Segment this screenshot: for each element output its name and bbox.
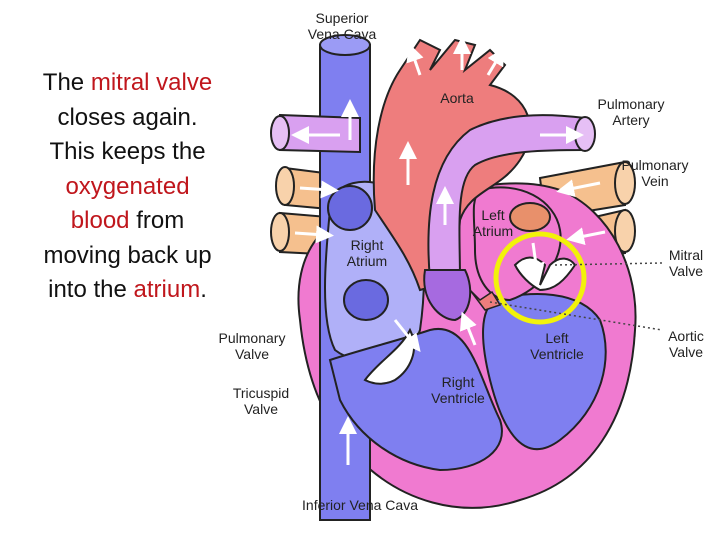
- caption-segment: .: [200, 276, 207, 303]
- label-line: Vena Cava: [308, 26, 377, 42]
- caption-text: The mitral valve closes again. This keep…: [40, 66, 215, 308]
- vena-cava-opening-lower: [343, 279, 389, 321]
- label-line: Artery: [612, 112, 649, 128]
- label-line: Tricuspid: [233, 385, 289, 401]
- label-line: Aortic: [668, 328, 704, 344]
- label-aorta: Aorta: [440, 90, 474, 106]
- label-line: Pulmonary: [622, 157, 689, 173]
- pulmonary-vein-opening: [509, 202, 551, 232]
- label-line: Atrium: [473, 223, 513, 239]
- caption-highlight: oxygenated blood: [65, 172, 190, 235]
- label-line: Right: [442, 374, 475, 390]
- label-line: Pulmonary: [598, 96, 665, 112]
- pulmonary-valve: [423, 269, 472, 322]
- label-line: Pulmonary: [219, 330, 286, 346]
- highlight-circle: [493, 231, 587, 325]
- label-line: Left: [545, 330, 568, 346]
- aortic-valve: [469, 289, 502, 311]
- label-line: Right: [351, 237, 384, 253]
- label-line: Ventricle: [431, 390, 485, 406]
- label-line: Valve: [669, 344, 703, 360]
- flow-arrows: [291, 36, 606, 465]
- label-line: Aorta: [440, 90, 474, 106]
- label-line: Atrium: [347, 253, 387, 269]
- vena-cava-opening-upper: [327, 185, 373, 231]
- label-inferior-vena-cava: Inferior Vena Cava: [302, 497, 418, 513]
- leader-lines: [489, 262, 663, 331]
- caption-segment: closes again. This keeps the: [49, 103, 206, 166]
- caption-segment: from moving back up into the: [43, 207, 212, 303]
- caption-highlight: atrium: [133, 276, 201, 303]
- label-line: Superior: [316, 10, 369, 26]
- label-line: Ventricle: [530, 346, 584, 362]
- label-line: Mitral: [669, 247, 703, 263]
- caption-segment: The: [42, 69, 91, 96]
- label-line: Inferior Vena Cava: [302, 497, 418, 513]
- label-line: Valve: [235, 346, 269, 362]
- tricuspid-valve: [363, 327, 415, 385]
- label-line: Vein: [641, 173, 668, 189]
- left-ventricle: [482, 293, 607, 451]
- caption-highlight: mitral valve: [90, 69, 213, 96]
- label-line: Left: [481, 207, 504, 223]
- label-line: Valve: [669, 263, 703, 279]
- label-line: Valve: [244, 401, 278, 417]
